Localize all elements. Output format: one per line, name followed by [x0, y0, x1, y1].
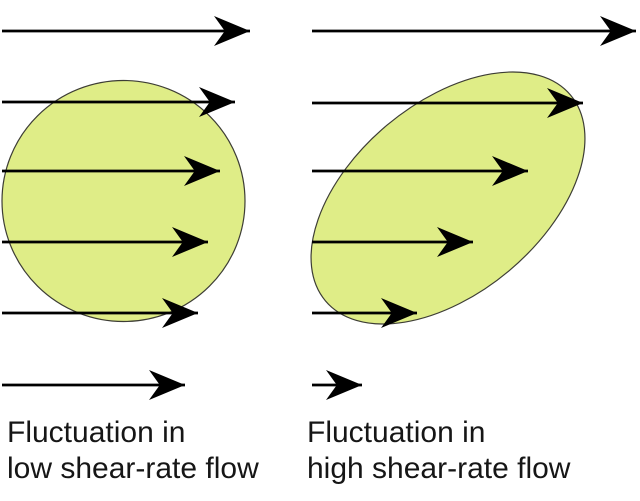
caption-line-2: low shear-rate flow — [7, 452, 259, 485]
caption-high-shear: Fluctuation in high shear-rate flow — [307, 415, 570, 487]
caption-line-2: high shear-rate flow — [307, 452, 571, 485]
caption-line-1: Fluctuation in — [7, 416, 186, 449]
arrow-layer — [2, 16, 636, 400]
blob-layer — [1, 71, 586, 325]
fluctuation-blob-high-shear-rate — [310, 71, 586, 325]
caption-line-1: Fluctuation in — [307, 416, 486, 449]
fluctuation-blob-low-shear-rate — [1, 79, 246, 323]
caption-low-shear: Fluctuation in low shear-rate flow — [7, 415, 259, 487]
